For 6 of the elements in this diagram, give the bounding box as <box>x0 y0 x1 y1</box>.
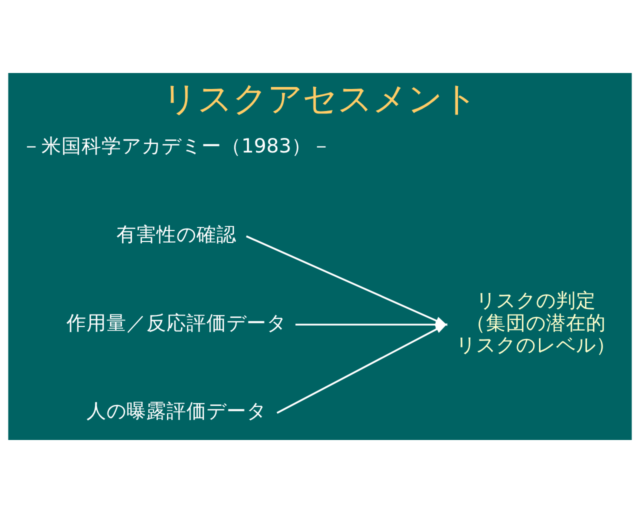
node-text: 人の曝露評価データ <box>86 399 266 422</box>
node-text: リスクの判定 （集団の潜在的リスクのレベル） <box>456 288 616 356</box>
diagram-title: リスクアセスメント <box>162 78 478 119</box>
node-text: 作用量／反応評価データ <box>66 310 286 334</box>
node-text: 有害性の確認 <box>116 222 236 246</box>
label: －米国科学アカデミー（1983）－ <box>21 134 332 158</box>
